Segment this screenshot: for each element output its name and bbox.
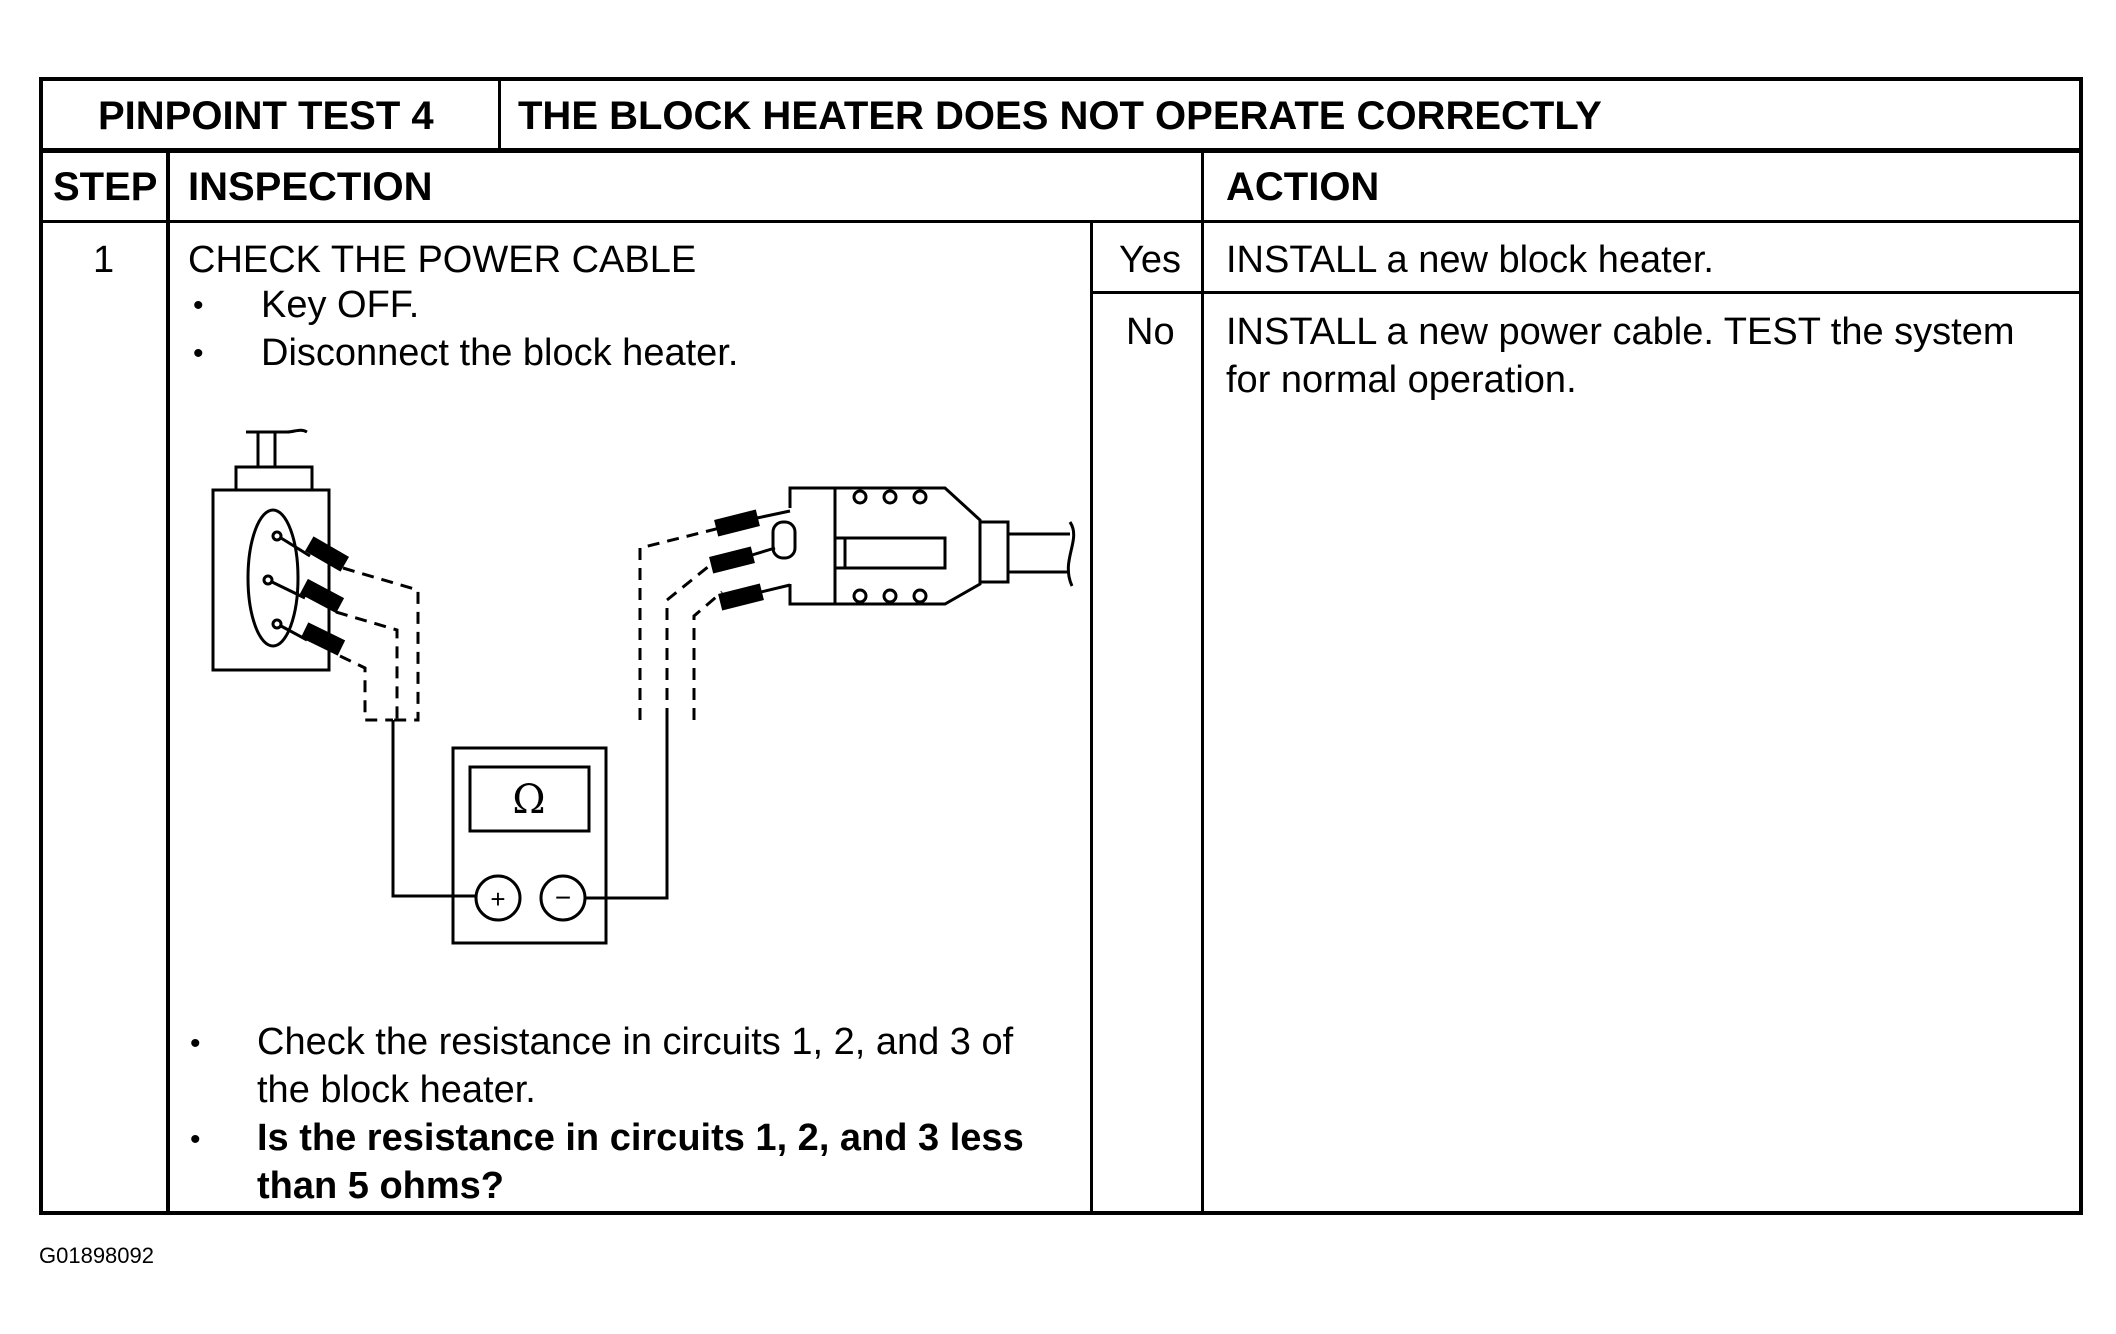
- action-no-line1: INSTALL a new power cable. TEST the syst…: [1226, 311, 2015, 353]
- plug-probes: [709, 509, 791, 611]
- header-divider: [43, 148, 2079, 153]
- bullet-check-resistance-line1: Check the resistance in circuits 1, 2, a…: [257, 1021, 1014, 1063]
- inspection-column-header: INSPECTION: [188, 165, 433, 209]
- socket-dashed-leads: [335, 566, 420, 722]
- title-divider: [498, 81, 501, 149]
- plug-dashed-leads: [638, 526, 723, 720]
- answer-no: No: [1126, 311, 1175, 353]
- yes-no-divider: [1093, 291, 2079, 294]
- step-title: CHECK THE POWER CABLE: [188, 239, 697, 281]
- step-number: 1: [93, 239, 115, 281]
- bullet-dot: •: [193, 337, 204, 370]
- block-heater-socket: [211, 428, 331, 672]
- question-line1: Is the resistance in circuits 1, 2, and …: [257, 1117, 1024, 1159]
- action-column-header: ACTION: [1226, 165, 1380, 209]
- ohmmeter-test-diagram: Ω + −: [211, 428, 1076, 945]
- minus-terminal-label: −: [555, 882, 571, 913]
- plus-terminal-label: +: [490, 884, 505, 914]
- bullet-check-resistance-line2: the block heater.: [257, 1069, 536, 1111]
- power-cable-plug: [771, 486, 1076, 606]
- ohmmeter: [451, 746, 608, 945]
- step-column-header: STEP: [53, 165, 158, 209]
- inspection-divider: [1090, 221, 1093, 1215]
- socket-probes: [271, 536, 350, 656]
- bullet-disconnect: Disconnect the block heater.: [261, 332, 739, 374]
- bullet-dot: •: [190, 1123, 201, 1156]
- bullet-key-off: Key OFF.: [261, 284, 420, 326]
- pinpoint-test-table: PINPOINT TEST 4 THE BLOCK HEATER DOES NO…: [39, 77, 2083, 1215]
- answer-yes: Yes: [1119, 239, 1181, 281]
- step-divider: [166, 149, 170, 1215]
- action-divider: [1201, 149, 1204, 1215]
- bullet-dot: •: [193, 289, 204, 322]
- figure-id: G01898092: [39, 1243, 154, 1268]
- question-line2: than 5 ohms?: [257, 1165, 505, 1207]
- action-no-line2: for normal operation.: [1226, 359, 1577, 401]
- ohm-symbol: Ω: [512, 777, 545, 823]
- positive-lead: [391, 720, 475, 898]
- action-yes: INSTALL a new block heater.: [1226, 239, 1714, 281]
- test-title: THE BLOCK HEATER DOES NOT OPERATE CORREC…: [518, 94, 1602, 138]
- bullet-dot: •: [190, 1027, 201, 1060]
- test-label: PINPOINT TEST 4: [98, 94, 434, 138]
- column-header-divider: [43, 220, 2079, 223]
- negative-lead: [585, 720, 669, 900]
